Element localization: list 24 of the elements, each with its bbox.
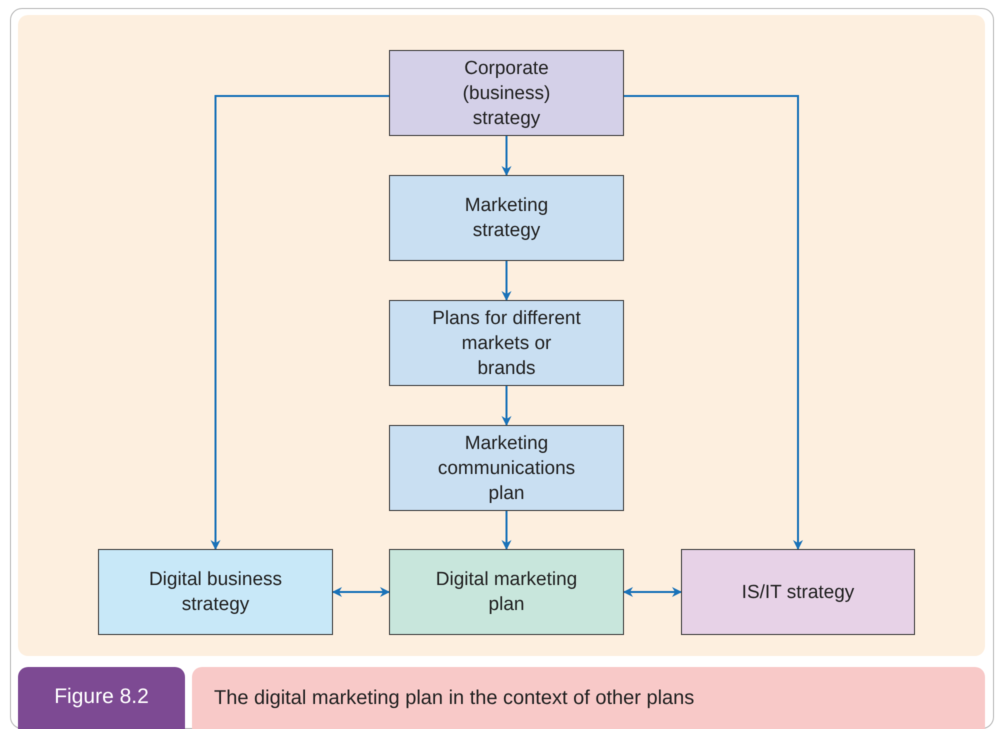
process-box xyxy=(389,50,624,136)
figure-number: Figure 8.2 xyxy=(18,667,185,729)
arrow xyxy=(624,95,803,550)
arrow xyxy=(210,95,389,550)
box-label: Corporate (business) strategy xyxy=(462,56,552,130)
arrow xyxy=(502,386,512,426)
process-box xyxy=(98,549,333,635)
process-box xyxy=(681,549,915,635)
box-label: Marketing communications plan xyxy=(436,432,576,506)
caption: The digital marketing plan in the context of other plans xyxy=(192,667,985,729)
arrow xyxy=(502,136,512,176)
arrow xyxy=(502,511,512,550)
arrow xyxy=(502,261,512,301)
process-box xyxy=(389,549,624,635)
box-label: Digital marketing plan xyxy=(434,568,578,617)
box-label: IS/IT strategy xyxy=(742,580,854,604)
process-box xyxy=(389,300,624,386)
arrow xyxy=(332,587,390,597)
box-label: Plans for different markets or brands xyxy=(431,306,582,380)
box-label: Digital business strategy xyxy=(148,568,284,617)
process-box xyxy=(389,175,624,261)
arrow xyxy=(623,587,682,597)
box-label: Marketing strategy xyxy=(464,194,550,243)
process-box xyxy=(389,425,624,511)
